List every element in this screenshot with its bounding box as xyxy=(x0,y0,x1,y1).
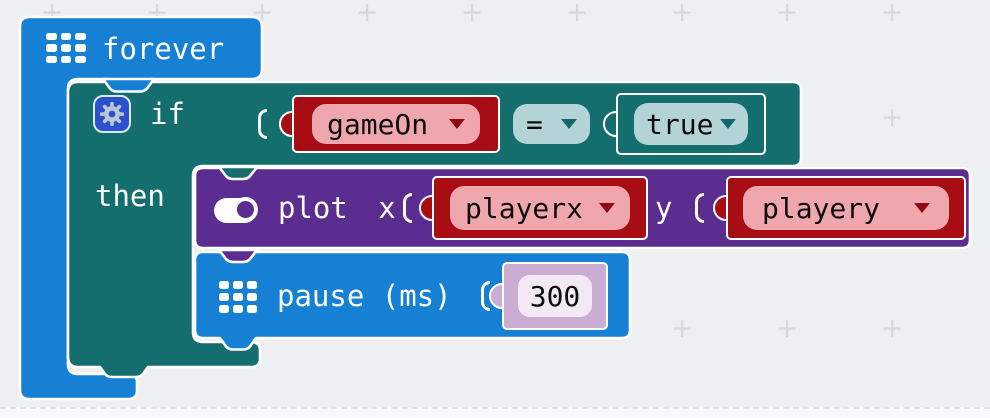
variable-block-playery[interactable]: playery xyxy=(726,176,966,240)
operator-dropdown-label: = xyxy=(526,107,543,141)
variable-block-gameon[interactable]: gameOn xyxy=(292,95,500,153)
if-plot-connector xyxy=(217,165,259,181)
if-block-shape[interactable] xyxy=(66,80,803,379)
forever-label: forever xyxy=(102,32,225,66)
dropdown-arrow-icon xyxy=(914,203,930,213)
boolean-dropdown-true[interactable]: true xyxy=(634,103,748,145)
grid-icon xyxy=(219,281,257,313)
plot-y-label: y xyxy=(655,191,673,225)
condition-socket-icon xyxy=(258,109,267,139)
variable-block-playerx[interactable]: playerx xyxy=(432,176,648,240)
gear-icon[interactable] xyxy=(93,95,131,133)
pause-label: pause (ms) xyxy=(277,279,452,313)
then-label: then xyxy=(95,179,165,213)
pause-ms-socket-icon xyxy=(481,281,490,311)
dropdown-arrow-icon xyxy=(449,119,465,129)
number-value-field[interactable]: 300 xyxy=(518,275,592,317)
operator-dropdown[interactable]: = xyxy=(513,104,590,144)
variable-dropdown-label: playery xyxy=(762,191,881,225)
plot-label: plot x xyxy=(278,191,396,225)
plot-x-socket-icon xyxy=(403,193,412,223)
if-label: if xyxy=(150,97,185,131)
plot-pause-connector xyxy=(217,248,259,264)
variable-dropdown-playery[interactable]: playery xyxy=(743,186,949,230)
boolean-dropdown-label: true xyxy=(646,107,714,141)
led-toggle-knob-icon xyxy=(233,197,258,222)
number-block-300[interactable]: 300 xyxy=(502,262,608,330)
variable-dropdown-label: playerx xyxy=(465,191,584,225)
dropdown-arrow-icon xyxy=(720,119,736,129)
grid-icon xyxy=(46,33,86,63)
dropdown-arrow-icon xyxy=(561,119,577,129)
plot-y-socket-icon xyxy=(695,193,704,223)
forever-if-connector xyxy=(101,77,156,93)
number-value: 300 xyxy=(529,279,581,313)
workspace-bottom-edge xyxy=(0,407,990,418)
boolean-block-true[interactable]: true xyxy=(616,93,766,155)
variable-dropdown-gameon[interactable]: gameOn xyxy=(312,104,480,144)
dropdown-arrow-icon xyxy=(599,203,615,213)
variable-dropdown-playerx[interactable]: playerx xyxy=(450,186,630,230)
variable-dropdown-label: gameOn xyxy=(327,107,429,141)
